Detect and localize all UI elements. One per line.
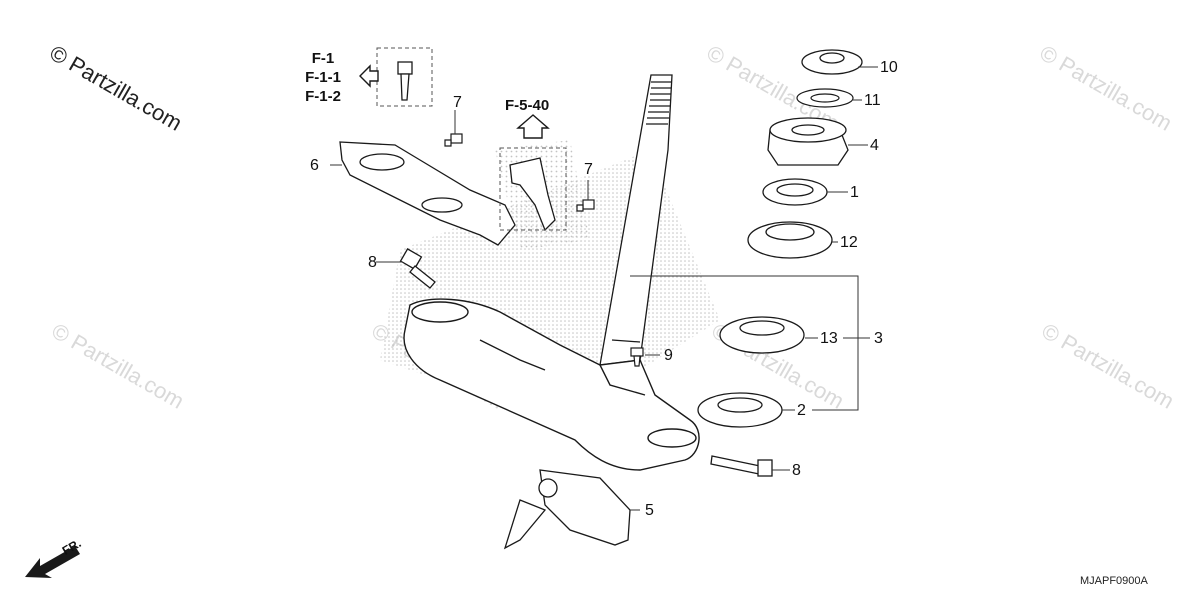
ignition-switch bbox=[503, 469, 631, 550]
callout-12: 12 bbox=[840, 234, 858, 251]
leader-lines bbox=[330, 66, 878, 511]
callout-8-right: 8 bbox=[792, 462, 801, 479]
callout-2: 2 bbox=[797, 402, 806, 419]
callout-8-left: 8 bbox=[368, 254, 377, 271]
callout-9: 9 bbox=[664, 347, 673, 364]
dashed-frame bbox=[499, 147, 567, 231]
bolt-9 bbox=[630, 347, 644, 367]
diagram-code: MJAPF0900A bbox=[1080, 575, 1148, 587]
callout-11: 11 bbox=[864, 92, 881, 109]
bolt-top bbox=[397, 61, 413, 101]
front-arrow-icon bbox=[25, 546, 80, 578]
arrow-up-outline bbox=[516, 114, 550, 139]
plate-part-6 bbox=[339, 141, 516, 246]
nut-10 bbox=[801, 49, 863, 75]
ref-f540: F-5-40 bbox=[505, 97, 550, 114]
race-2 bbox=[697, 392, 783, 428]
callout-7-left: 7 bbox=[453, 94, 462, 111]
bolt-7 bbox=[444, 133, 595, 212]
callout-3: 3 bbox=[874, 330, 883, 347]
bolt-8-right bbox=[710, 455, 773, 477]
steering-stem bbox=[599, 74, 673, 366]
callout-5: 5 bbox=[645, 502, 654, 519]
arrow-left-outline bbox=[359, 64, 379, 88]
ref-f11: F-1-1 bbox=[305, 68, 341, 86]
callout-4: 4 bbox=[870, 137, 879, 154]
reference-group-a: F-1 F-1-1 F-1-2 bbox=[293, 50, 353, 106]
nut-4 bbox=[767, 117, 849, 166]
ref-f1: F-1 bbox=[311, 50, 335, 67]
bolt-8-left bbox=[399, 248, 436, 289]
washer-11 bbox=[796, 88, 854, 108]
callout-13: 13 bbox=[820, 330, 838, 347]
bearing-13 bbox=[719, 316, 805, 354]
callout-7-right: 7 bbox=[584, 161, 593, 178]
callout-10: 10 bbox=[880, 59, 898, 76]
dust-seal-1 bbox=[762, 178, 828, 206]
ref-f12: F-1-2 bbox=[305, 87, 341, 105]
callout-6: 6 bbox=[310, 157, 319, 174]
callout-1: 1 bbox=[850, 184, 859, 201]
bearing-12 bbox=[747, 221, 833, 259]
bottom-bridge bbox=[403, 298, 700, 471]
